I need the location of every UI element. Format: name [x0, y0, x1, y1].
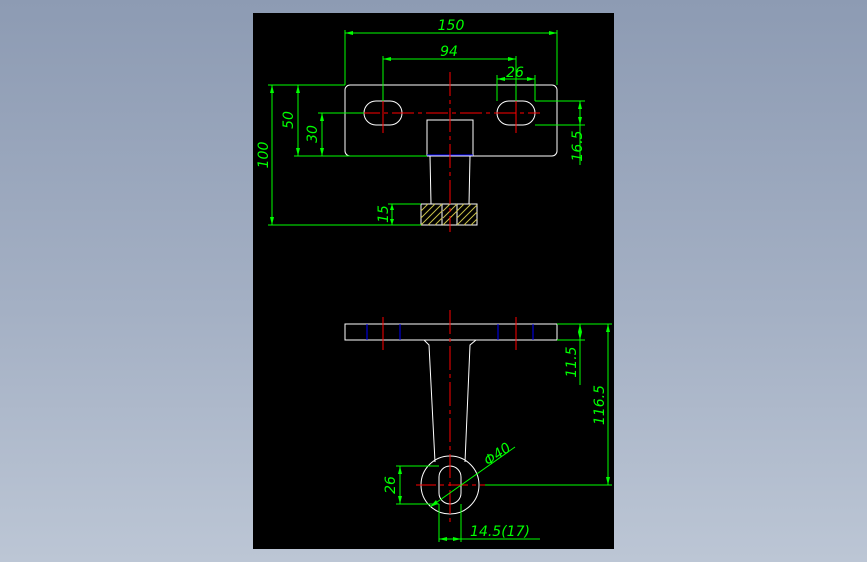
- dim-boss-diameter: Φ40: [481, 440, 514, 470]
- dim-plate-height: 50: [281, 111, 297, 129]
- dim-slot-height: 30: [305, 125, 321, 143]
- front-centerlines: [382, 310, 517, 525]
- hatched-foot: [420, 203, 478, 226]
- top-view: 150 94 26 100 50 30 16.5 15: [256, 18, 586, 232]
- dim-slot-offset: 14.5(17): [470, 524, 530, 540]
- top-dimensions: [268, 30, 585, 226]
- front-view: 11.5 116.5 26 Φ40 14.5(17): [344, 310, 612, 542]
- dim-overall-height: 100: [256, 142, 272, 169]
- front-dimensions: [396, 323, 612, 542]
- dim-front-overall-height: 116.5: [592, 385, 608, 425]
- dim-slot-size: 26: [383, 476, 399, 494]
- top-stem-right-lower: [468, 155, 471, 205]
- front-stem: [423, 339, 477, 463]
- dim-slot-length: 26: [506, 65, 524, 81]
- front-arrowheads: [398, 324, 610, 541]
- top-stem-left-lower: [429, 155, 432, 205]
- dim-foot-height: 15: [376, 205, 392, 223]
- drawing-sheet: [253, 13, 614, 549]
- top-arrowheads: [270, 31, 582, 225]
- dim-overall-width: 150: [438, 18, 465, 34]
- dim-stem-offset: 16.5: [570, 130, 586, 161]
- front-hidden-lines: [366, 324, 534, 340]
- top-plate-outline: [344, 84, 558, 157]
- dim-flange-thickness: 11.5: [564, 346, 580, 377]
- front-flange-outline: [344, 323, 558, 341]
- dim-slot-spacing: 94: [440, 44, 458, 60]
